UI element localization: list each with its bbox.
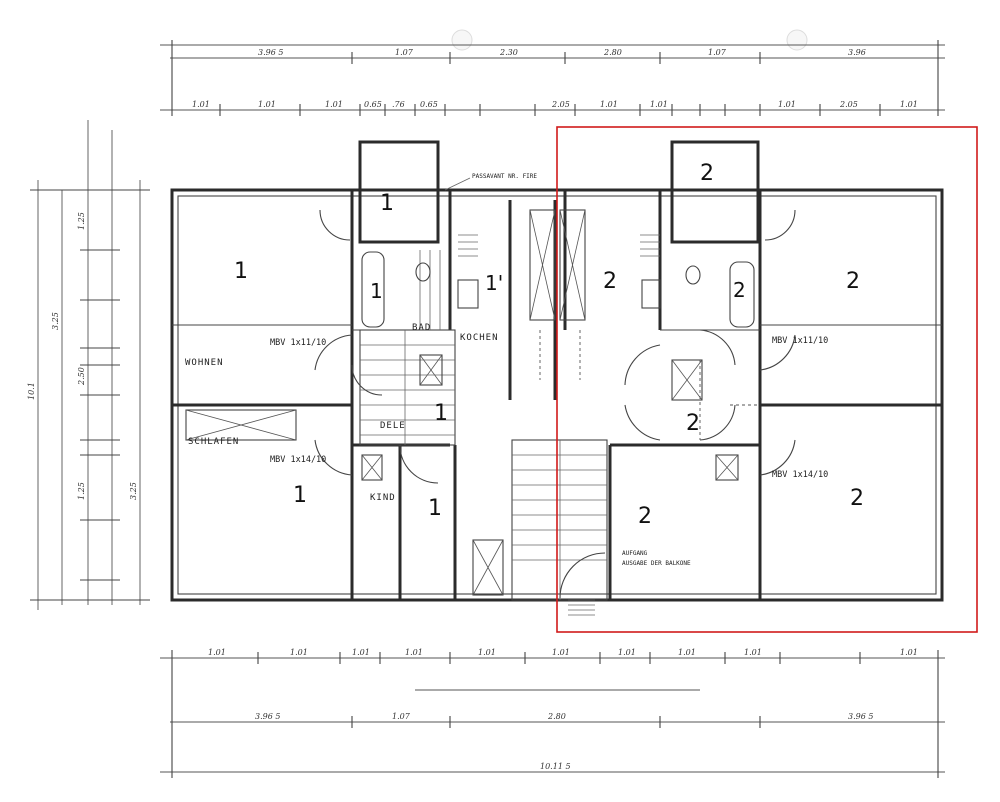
unit-labels-left: 1 1 1 1' 1 1 1 (234, 191, 503, 521)
left-staircase (359, 250, 456, 446)
top-note: PASSAVANT NR. FIRE (472, 173, 537, 180)
door-swings (314, 209, 796, 484)
dim-top2-7: 2.05 (551, 100, 570, 109)
dim-left-1: 3.25 (51, 312, 60, 330)
dim-top2-5: .76 (392, 100, 405, 109)
unit-number: 1' (485, 271, 503, 295)
annotations: PASSAVANT NR. FIRE AUFGANG AUSGABE DER B… (444, 173, 691, 567)
center-staircase (472, 439, 608, 616)
dim-top-4: 2.80 (603, 48, 622, 57)
unit-number: 2 (700, 161, 714, 186)
unit-number: 1 (428, 496, 442, 521)
dim-bottom-2: 1.01 (290, 648, 308, 657)
dim-left-5: 3.25 (129, 482, 138, 500)
unit-number: 1 (234, 259, 248, 284)
dim-bottom-8: 1.01 (678, 648, 696, 657)
dim-top2-6: 0.65 (420, 100, 438, 109)
room-label-kochen: KOCHEN (460, 333, 499, 343)
punch-holes (451, 29, 808, 51)
dim-top-3: 2.30 (499, 48, 518, 57)
dim-bottom2-4: 3.96 5 (848, 712, 873, 721)
furniture-label: MBV 1x11/10 (270, 338, 326, 348)
dim-bottom-6: 1.01 (552, 648, 570, 657)
unit-number: 2 (686, 411, 700, 436)
dim-top2-11: 2.05 (839, 100, 858, 109)
dim-bottom-3: 1.01 (352, 648, 370, 657)
room-label-kind: KIND (370, 493, 396, 503)
unit-number: 1 (434, 401, 448, 426)
furniture-label: MBV 1x11/10 (772, 336, 828, 346)
bottom-dimension-chain: 1.01 1.01 1.01 1.01 1.01 1.01 1.01 1.01 … (160, 648, 945, 778)
unit-number: 2 (638, 504, 652, 529)
dim-top-5: 1.07 (708, 48, 727, 57)
dim-left-2: 1.25 (77, 212, 86, 230)
furniture-label: MBV 1x14/10 (772, 470, 828, 480)
dim-bottom-5: 1.01 (478, 648, 496, 657)
dim-left-4: 1.25 (77, 482, 86, 500)
dim-top2-9: 1.01 (650, 100, 668, 109)
room-label-bad: BAD (412, 323, 431, 333)
stair-note-1: AUFGANG (622, 550, 648, 557)
stair-note-2: AUSGABE DER BALKONE (622, 560, 691, 567)
dim-bottom2-2: 1.07 (392, 712, 411, 721)
unit-number: 2 (846, 269, 860, 294)
top-dimension-chain: 3.96 5 1.07 2.30 2.80 1.07 3.96 1.01 1.0… (160, 40, 945, 116)
dim-top-2: 1.07 (395, 48, 414, 57)
dim-top2-3: 1.01 (325, 100, 343, 109)
dim-bottom-total: 10.11 5 (540, 762, 571, 771)
dim-left-3: 2.50 (77, 367, 86, 386)
dim-top2-1: 1.01 (192, 100, 210, 109)
unit-number: 2 (733, 278, 746, 302)
dim-top-6: 3.96 (848, 48, 866, 57)
unit-labels-right: 2 2 2 2 2 2 2 (603, 161, 864, 529)
dim-bottom-9: 1.01 (744, 648, 762, 657)
furniture-label: MBV 1x14/10 (270, 455, 326, 465)
dim-bottom-10: 1.01 (900, 648, 918, 657)
left-dimension-chain: 10.1 3.25 1.25 2.50 1.25 3.25 (27, 120, 150, 610)
room-label-dele: DELE (380, 421, 406, 431)
dim-top2-10: 1.01 (778, 100, 796, 109)
unit-number: 1 (370, 279, 383, 303)
dim-top2-4: 0.65 (364, 100, 382, 109)
dim-bottom-4: 1.01 (405, 648, 423, 657)
dim-top2-12: 1.01 (900, 100, 918, 109)
dim-top2-2: 1.01 (258, 100, 276, 109)
room-label-wohnen: WOHNEN (185, 358, 224, 368)
dim-left-total: 10.1 (27, 382, 36, 400)
highlight-box (556, 126, 978, 633)
vent-shafts (185, 209, 739, 481)
center-markers (539, 330, 760, 440)
unit-number: 2 (603, 269, 617, 294)
dim-top-1: 3.96 5 (258, 48, 283, 57)
dim-top2-8: 1.01 (600, 100, 618, 109)
dim-bottom-1: 1.01 (208, 648, 226, 657)
dim-bottom2-1: 3.96 5 (255, 712, 280, 721)
unit-number: 2 (850, 486, 864, 511)
dim-bottom-7: 1.01 (618, 648, 636, 657)
sanitary-fixtures (361, 234, 755, 328)
dim-bottom2-3: 2.80 (547, 712, 566, 721)
unit-number: 1 (380, 191, 394, 216)
unit-number: 1 (293, 483, 307, 508)
room-labels: WOHNEN SCHLAFEN KOCHEN KIND BAD DELE MBV… (185, 323, 828, 503)
room-label-schlafen: SCHLAFEN (188, 437, 239, 447)
